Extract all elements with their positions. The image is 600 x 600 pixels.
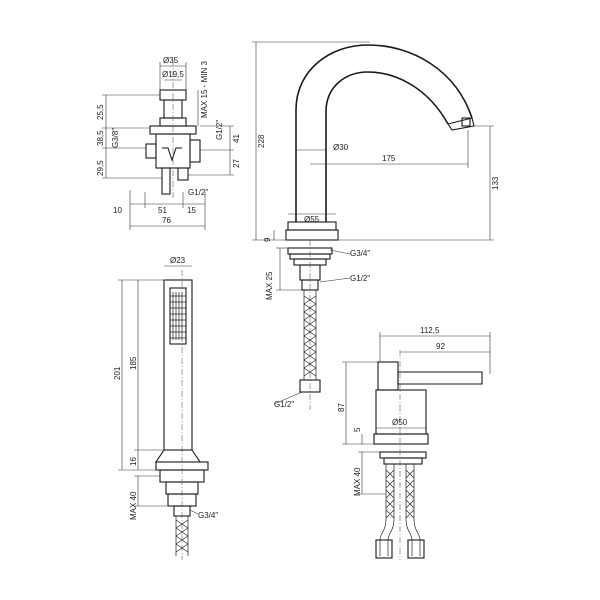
spout-hose (303, 290, 317, 380)
mixer-nut (379, 451, 427, 459)
dim-dia-19-5: Ø19,5 (162, 70, 184, 79)
mixer-fitting-left (375, 539, 393, 559)
dim-h-27: 27 (232, 159, 241, 168)
label-g34: G3/4" (350, 249, 370, 258)
dim-h-25-5: 25,5 (96, 104, 105, 120)
spout-inner (325, 71, 449, 222)
shower-nozzles (170, 292, 186, 340)
dim-max-40-mixer: MAX 40 (353, 467, 362, 496)
hose-end-fitting (299, 379, 321, 393)
dim-w-92: 92 (436, 342, 445, 351)
shower-cone (154, 449, 202, 463)
dim-h-41: 41 (232, 134, 241, 143)
valve-body-view: Ø35 Ø19,5 MAX 15 - MIN 3 25,5 38,5 29,5 … (96, 56, 241, 230)
mixer-fitting-right (407, 539, 425, 559)
dim-dia-35: Ø35 (163, 56, 179, 65)
dim-h-87: 87 (337, 403, 346, 412)
valve-bottom-port (177, 167, 189, 181)
mixer-body (375, 389, 427, 435)
valve-right-port (189, 139, 201, 163)
label-g12: G1/2" (350, 274, 370, 283)
dim-h-38-5: 38,5 (96, 130, 105, 146)
dim-dia-23: Ø23 (170, 256, 186, 265)
aerator (461, 117, 471, 127)
dim-h-185: 185 (129, 356, 138, 370)
spout-view: 228 Ø30 175 133 Ø55 9 G3/4" MAX 25 G1/2"… (252, 41, 500, 410)
dim-h-16: 16 (129, 457, 138, 466)
dim-dia-50: Ø50 (392, 418, 408, 427)
valve-inner-outline (162, 147, 182, 162)
label-g34-shower: G3/4" (198, 511, 218, 520)
shower-handle (163, 279, 193, 451)
mixer-base (373, 433, 429, 445)
dim-w-51: 51 (158, 206, 167, 215)
label-g38: G3/8" (111, 128, 120, 148)
mixer-nut-2 (383, 457, 423, 465)
dim-w-76: 76 (162, 216, 171, 225)
dim-max-25: MAX 25 (265, 271, 274, 300)
dim-h-133: 133 (491, 176, 500, 190)
hand-shower-view: Ø23 201 185 16 MAX 40 G3/4" (113, 256, 218, 560)
valve-bottom-inlet (161, 167, 171, 195)
label-g12-hose: G1/2" (274, 400, 294, 409)
spout-base (285, 229, 339, 241)
dim-w-15: 15 (187, 206, 196, 215)
mixer-view: 112,5 92 87 Ø50 5 MAX 40 (337, 326, 491, 560)
dim-reach-175: 175 (382, 154, 396, 163)
mixer-top (377, 361, 399, 391)
dim-h-201: 201 (113, 366, 122, 380)
dim-h-9: 9 (263, 237, 272, 242)
dim-max-min: MAX 15 - MIN 3 (200, 61, 209, 118)
dim-h-228: 228 (257, 134, 266, 148)
dim-h-29-5: 29,5 (96, 160, 105, 176)
spout-outer (295, 44, 473, 222)
valve-left-port (145, 143, 157, 159)
mixer-lever (397, 371, 483, 385)
dim-h-5: 5 (353, 427, 362, 432)
dim-w-112-5: 112,5 (420, 326, 440, 335)
dim-dia-55: Ø55 (304, 215, 320, 224)
dim-w-10: 10 (113, 206, 122, 215)
label-g12-right: G1/2" (215, 120, 224, 140)
shower-head-grid (169, 287, 187, 345)
dim-max-40: MAX 40 (129, 491, 138, 520)
dim-dia-30: Ø30 (333, 143, 349, 152)
label-g12-bottom: G1/2" (188, 188, 208, 197)
